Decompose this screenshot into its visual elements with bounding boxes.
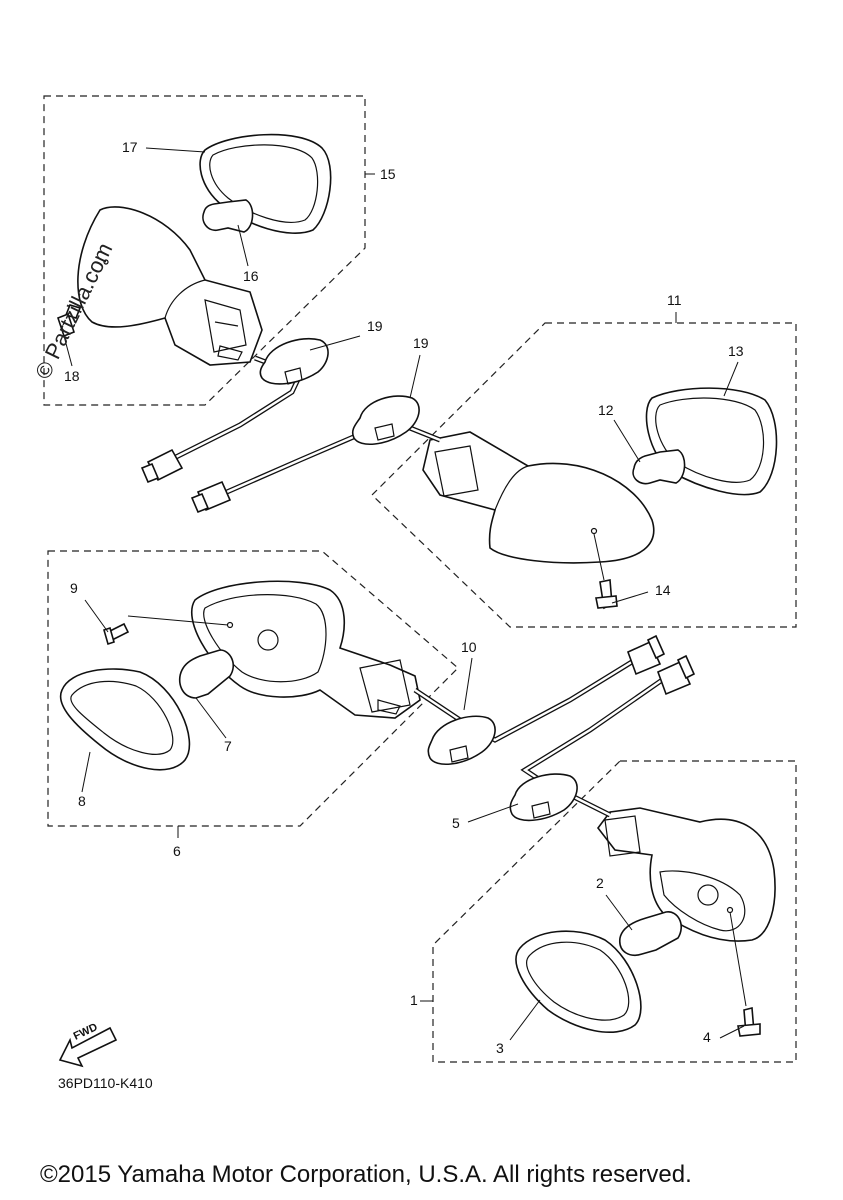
callout-10: 10 xyxy=(461,639,477,655)
turn-signal-assembly-6 xyxy=(59,580,421,771)
bulb-12 xyxy=(632,449,686,485)
diagram-code: 36PD110-K410 xyxy=(58,1075,153,1091)
grommet-5 xyxy=(509,773,578,822)
housing-6 xyxy=(190,580,421,719)
grommet-10 xyxy=(427,715,496,765)
callout-6: 6 xyxy=(173,843,181,859)
fwd-label: FWD xyxy=(71,1021,100,1043)
leader-lines xyxy=(63,147,747,1041)
bulb-7 xyxy=(178,649,235,699)
callout-19b: 19 xyxy=(413,335,429,351)
housing-11 xyxy=(422,431,655,564)
callout-2: 2 xyxy=(596,875,604,891)
grommet-19-upper xyxy=(259,338,329,385)
callout-15: 15 xyxy=(380,166,396,182)
grommet-19-lower xyxy=(351,395,420,445)
callout-16: 16 xyxy=(243,268,259,284)
bulb-16 xyxy=(202,199,254,233)
lens-3 xyxy=(515,930,642,1033)
callout-14: 14 xyxy=(655,582,671,598)
callout-9: 9 xyxy=(70,580,78,596)
callout-1: 1 xyxy=(410,992,418,1008)
callout-12: 12 xyxy=(598,402,614,418)
callout-17: 17 xyxy=(122,139,138,155)
callout-7: 7 xyxy=(224,738,232,754)
callout-3: 3 xyxy=(496,1040,504,1056)
copyright-notice: ©2015 Yamaha Motor Corporation, U.S.A. A… xyxy=(40,1161,692,1188)
lens-8 xyxy=(59,668,191,771)
callout-11: 11 xyxy=(667,292,682,308)
assembly-box-6 xyxy=(47,550,459,827)
callout-18: 18 xyxy=(64,368,80,384)
callout-5: 5 xyxy=(452,815,460,831)
bulb-2 xyxy=(619,911,682,956)
turn-signal-assembly-15 xyxy=(57,133,332,366)
callout-19a: 19 xyxy=(367,318,383,334)
assembly-box-11 xyxy=(371,322,797,628)
housing-15 xyxy=(77,206,263,366)
turn-signal-assembly-11 xyxy=(422,387,778,610)
fwd-indicator: FWD xyxy=(56,1012,116,1062)
callout-8: 8 xyxy=(78,793,86,809)
turn-signal-assembly-1 xyxy=(515,807,776,1037)
assembly-box-15 xyxy=(43,95,366,406)
housing-1 xyxy=(596,807,776,942)
callout-13: 13 xyxy=(728,343,744,359)
callout-4: 4 xyxy=(703,1029,711,1045)
wiring-harness xyxy=(140,338,696,822)
forward-direction-arrow xyxy=(58,1026,118,1068)
assembly-box-1 xyxy=(432,760,797,1063)
